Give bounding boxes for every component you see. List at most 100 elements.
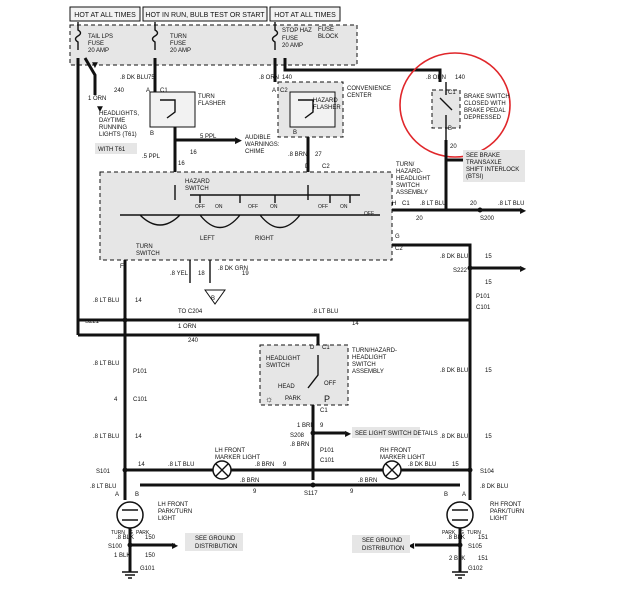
hot-at-all-times-right-box [269, 6, 341, 22]
conn-c2b: C2 [322, 164, 330, 170]
wire-dk-blu-15f-label: .8 DK BLU [480, 484, 508, 490]
svg-text:HAZARD: HAZARD [185, 179, 210, 185]
svg-text:DEPRESSED: DEPRESSED [464, 115, 502, 121]
svg-text:MARKER LIGHT: MARKER LIGHT [380, 455, 425, 461]
conn-s221: S221 [85, 319, 100, 325]
turn-fuse-symbol [151, 22, 159, 50]
lh-front-park-turn-label: LH FRONT PARK/TURN LIGHT [158, 502, 192, 522]
left-label: LEFT [200, 236, 215, 242]
svg-text:BRAKE PEDAL: BRAKE PEDAL [464, 108, 506, 114]
wire-9d-label: 9 [253, 489, 257, 495]
wire-lt-blu-20b-label: .8 LT BLU [498, 201, 524, 207]
svg-text:TURN: TURN [170, 34, 187, 40]
svg-text:LIGHTS (T61): LIGHTS (T61) [99, 132, 137, 138]
svg-text:PARK/TURN: PARK/TURN [490, 509, 524, 515]
turn-hazard-headlight-top-label: TURN/ HAZARD- HEADLIGHT SWITCH ASSEMBLY [396, 162, 431, 196]
lh-marker-filament [215, 463, 229, 477]
conn-s104: S104 [480, 469, 495, 475]
conn-c1b: C1 [448, 90, 456, 96]
svg-text:RH FRONT: RH FRONT [380, 448, 411, 454]
see-ground-left-label: SEE GROUND DISTRIBUTION [195, 536, 237, 550]
light-switch-details-arrow: ▶ [345, 429, 352, 438]
conn-b1: B [150, 131, 154, 137]
lh-front-park-turn-light [116, 501, 144, 529]
conn-g102: G102 [468, 566, 483, 572]
tail-lps-fuse-label: TAIL LPS FUSE 20 AMP [88, 34, 113, 54]
svg-text:FUSE: FUSE [88, 41, 104, 47]
hazard-switch-contacts [174, 185, 360, 203]
conn-c1: C1 [160, 88, 168, 94]
stop-haz-to-brake-wire [283, 58, 442, 82]
lh-park-turn-filaments [122, 509, 138, 521]
conn-c1-hs: C1 [322, 345, 330, 351]
rh-ground-arrow: ◀ [408, 541, 415, 550]
lh-turn-label: TURN [111, 530, 125, 536]
rh-park-label: PARK [442, 530, 456, 536]
wire-75-label: 75 [148, 75, 155, 81]
rh-front-park-turn-label: RH FRONT PARK/TURN LIGHT [490, 502, 524, 522]
wire-14e-label: 14 [138, 462, 145, 468]
rh-front-marker-label: RH FRONT MARKER LIGHT [380, 448, 425, 461]
s104-node [467, 467, 473, 473]
svg-text:DAYTIME: DAYTIME [99, 118, 125, 124]
wire-15e-label: 15 [452, 462, 459, 468]
headlights-drl-label: HEADLIGHTS, DAYTIME RUNNING LIGHTS (T61) [99, 111, 139, 138]
svg-text:20 AMP: 20 AMP [88, 48, 109, 54]
hot-at-all-times-left-box [69, 6, 141, 22]
conn-s222: S222 [453, 268, 468, 274]
conn-f: F [120, 264, 124, 270]
conn-d1: D [305, 164, 310, 170]
wire-18-label: 18 [198, 271, 205, 277]
wire-lt-blu-14d-label: .8 LT BLU [93, 434, 119, 440]
conn-c101: C101 [476, 305, 491, 311]
wire-lt-blu-14f-label: .8 LT BLU [90, 484, 116, 490]
hazard-flasher-element [298, 99, 314, 119]
conn-c101b: C101 [133, 397, 148, 403]
off-label: OFF [324, 381, 336, 387]
svg-text:SWITCH: SWITCH [266, 363, 290, 369]
wire-150a-label: 150 [145, 535, 156, 541]
wire-9c-label: 9 [283, 462, 287, 468]
g101-ground-symbol [122, 571, 138, 579]
conn-g: G [395, 234, 400, 240]
svg-text:CONVENIENCE: CONVENIENCE [347, 86, 391, 92]
svg-text:TURN: TURN [198, 94, 215, 100]
svg-text:SWITCH: SWITCH [136, 251, 160, 257]
conn-c101c: C101 [320, 458, 335, 464]
conn-p101: P101 [476, 294, 491, 300]
hazard-flasher-label: HAZARD FLASHER [313, 98, 341, 111]
wire-151a-label: 151 [478, 535, 489, 541]
conn-c2c: C2 [395, 246, 403, 252]
conn-a2: A [272, 88, 276, 94]
wire-5-ppl-label: 5 PPL [200, 134, 217, 140]
wire-dk-blu-75-label: .8 DK BLU [120, 75, 148, 81]
hazard-switch-label: HAZARD SWITCH [185, 179, 210, 192]
wire-ppl-16-label: .5 PPL [142, 154, 161, 160]
s200-arrow: ▶ [520, 206, 527, 215]
turn-hazard-headlight-mid-label: TURN/HAZARD- HEADLIGHT SWITCH ASSEMBLY [352, 348, 397, 375]
pos-off-2: OFF [248, 204, 258, 210]
wire-15d-label: 15 [485, 434, 492, 440]
headlight-switch-blade [307, 355, 319, 389]
svg-text:LIGHT: LIGHT [490, 516, 508, 522]
wire-140a-label: 140 [282, 75, 293, 81]
turn-flasher-label: TURN FLASHER [198, 94, 226, 107]
wire-arrow-down: ▼ [90, 60, 100, 71]
see-light-switch-label: SEE LIGHT SWITCH DETAILS [355, 431, 438, 437]
conn-s100: S100 [108, 544, 123, 550]
svg-text:HAZARD: HAZARD [313, 98, 338, 104]
svg-text:TRANSAXLE: TRANSAXLE [466, 160, 502, 166]
svg-text:RUNNING: RUNNING [99, 125, 127, 131]
wire-brn-9d-label: .8 BRN [240, 478, 259, 484]
svg-text:TAIL LPS: TAIL LPS [88, 34, 113, 40]
conn-a-r: A [462, 492, 466, 498]
wire-blk-150a-label: .8 BLK [116, 535, 134, 541]
turn-fuse-label: TURN FUSE 20 AMP [170, 34, 191, 54]
svg-text:FUSE: FUSE [318, 27, 334, 33]
s222-arrow: ▶ [520, 264, 527, 273]
park-lamp-icon: P [324, 394, 330, 404]
wire-240-label: 240 [114, 88, 125, 94]
svg-text:SEE GROUND: SEE GROUND [362, 538, 403, 544]
svg-text:CENTER: CENTER [347, 93, 372, 99]
